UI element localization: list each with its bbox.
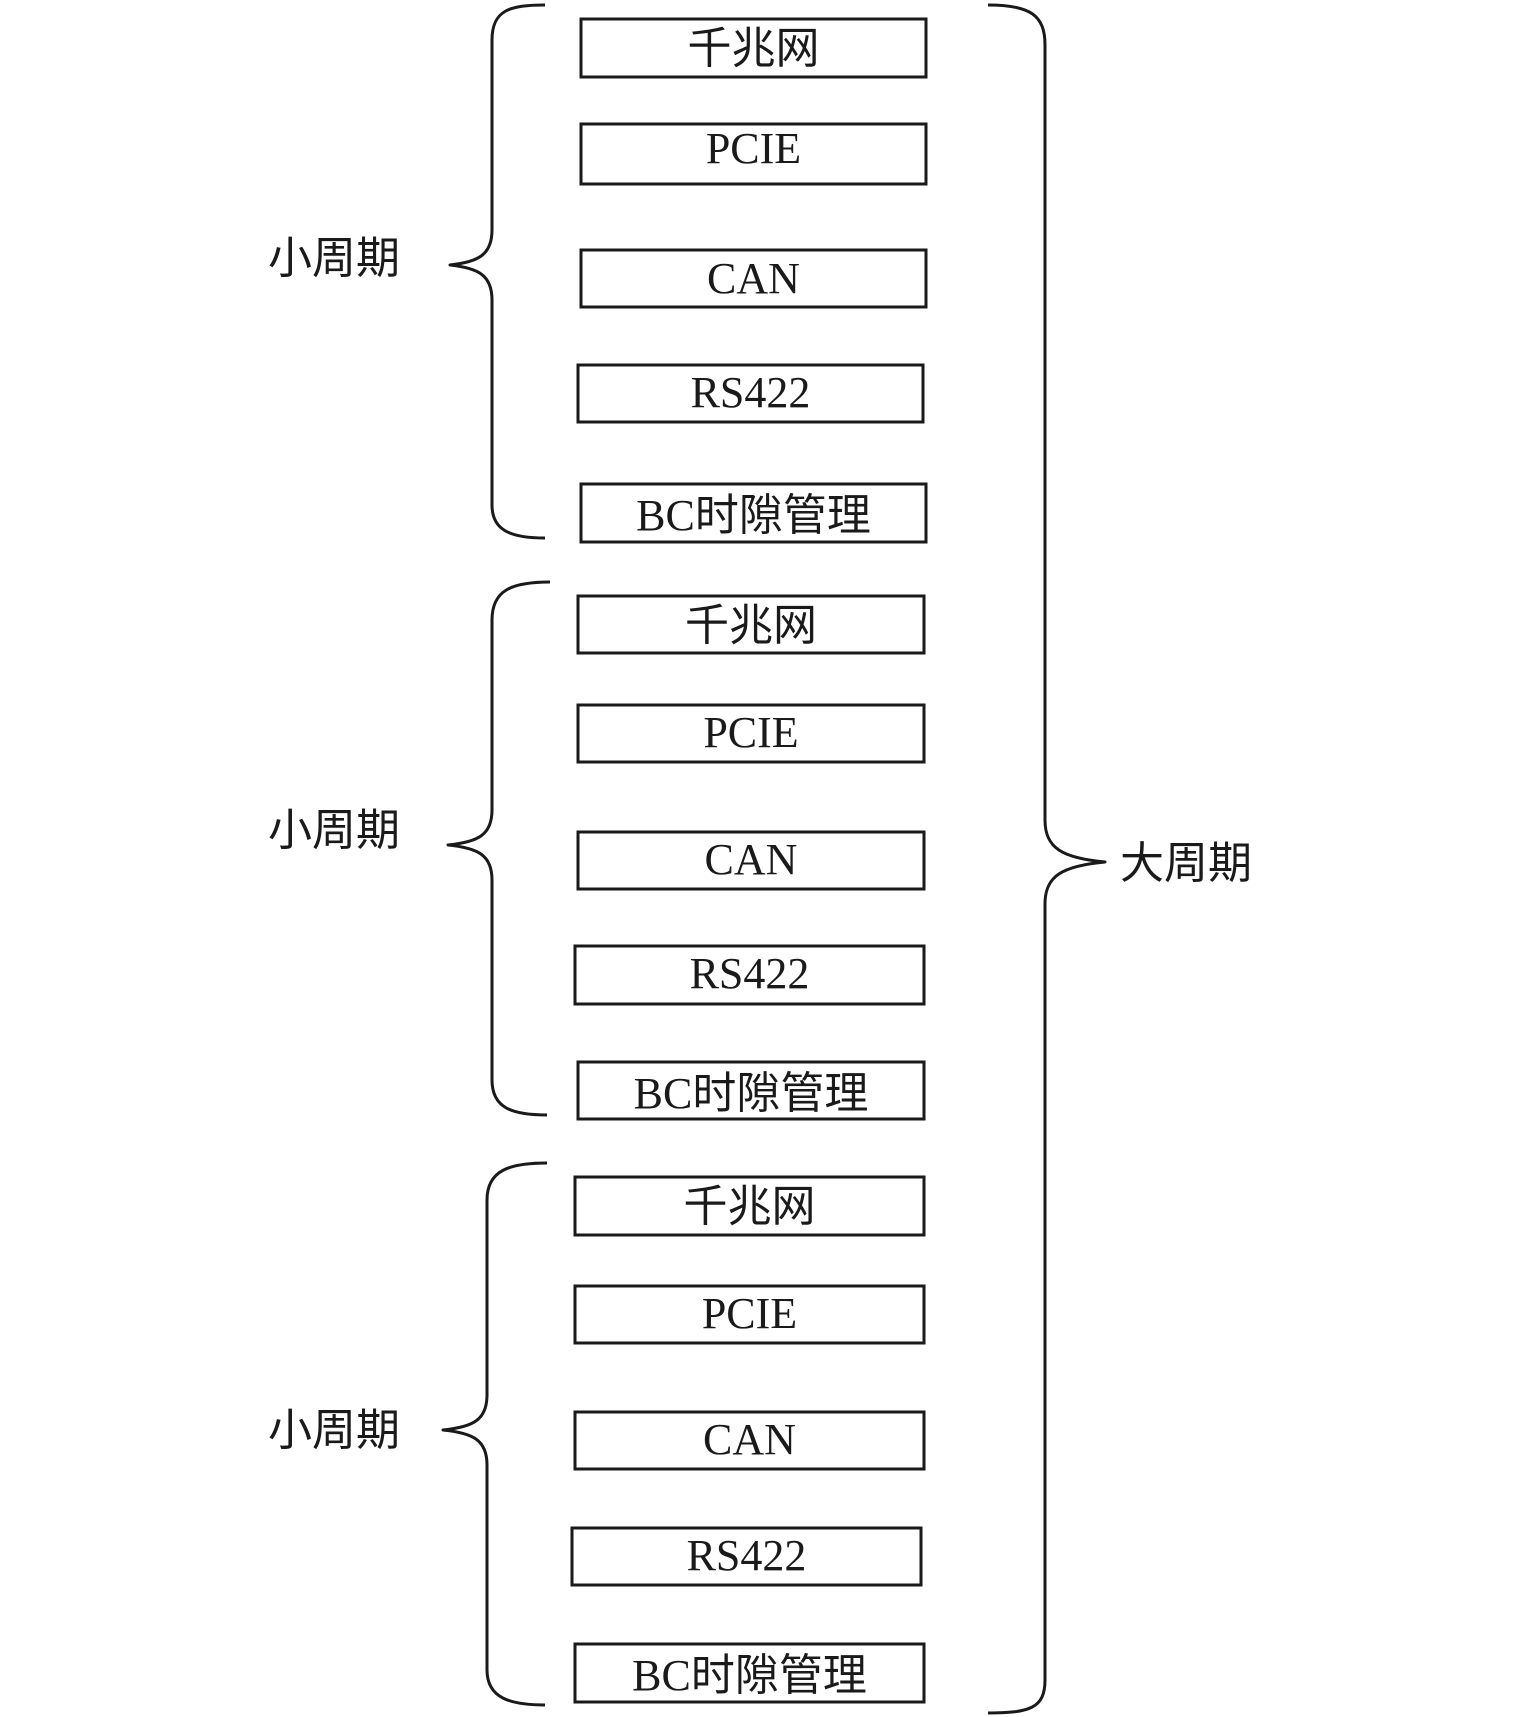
minor-cycle-label: 小周期 bbox=[268, 1405, 400, 1456]
minor-cycle-group-2: 小周期 千兆网 PCIE CAN RS422 BC时隙管理 bbox=[268, 580, 926, 1121]
box-item: 千兆网 bbox=[573, 1175, 926, 1237]
minor-cycle-group-1: 小周期 千兆网 PCIE CAN RS422 BC时隙管理 bbox=[268, 3, 928, 544]
minor-cycle-group-3: 小周期 千兆网 PCIE CAN RS422 BC时隙管理 bbox=[268, 1161, 926, 1707]
svg-text:千兆网: 千兆网 bbox=[684, 1182, 816, 1231]
box-item: BC时隙管理 bbox=[576, 1060, 926, 1121]
box-item: PCIE bbox=[576, 703, 926, 764]
svg-text:千兆网: 千兆网 bbox=[688, 24, 820, 73]
svg-text:BC时隙管理: BC时隙管理 bbox=[632, 1651, 867, 1700]
major-cycle-label: 大周期 bbox=[1120, 838, 1252, 889]
box-item: RS422 bbox=[573, 944, 926, 1006]
box-item: CAN bbox=[579, 248, 928, 309]
box-item: PCIE bbox=[573, 1284, 926, 1345]
major-cycle-group: 大周期 bbox=[987, 3, 1252, 1715]
box-item: CAN bbox=[573, 1410, 926, 1471]
left-brace-3 bbox=[441, 1161, 548, 1707]
box-item: RS422 bbox=[570, 1526, 923, 1587]
svg-text:PCIE: PCIE bbox=[703, 708, 798, 757]
svg-text:PCIE: PCIE bbox=[702, 1289, 797, 1338]
svg-text:RS422: RS422 bbox=[687, 1531, 807, 1580]
svg-text:PCIE: PCIE bbox=[706, 124, 801, 173]
svg-text:BC时隙管理: BC时隙管理 bbox=[634, 1069, 869, 1118]
box-item: 千兆网 bbox=[579, 17, 928, 79]
box-item: CAN bbox=[576, 830, 926, 891]
svg-text:RS422: RS422 bbox=[691, 368, 811, 417]
box-item: RS422 bbox=[576, 363, 925, 424]
box-item: 千兆网 bbox=[576, 594, 926, 655]
box-item: PCIE bbox=[579, 122, 928, 186]
svg-text:CAN: CAN bbox=[707, 254, 800, 303]
left-brace-1 bbox=[448, 3, 546, 540]
box-item: BC时隙管理 bbox=[573, 1642, 926, 1704]
svg-text:BC时隙管理: BC时隙管理 bbox=[636, 491, 871, 540]
svg-text:千兆网: 千兆网 bbox=[685, 601, 817, 650]
svg-text:RS422: RS422 bbox=[690, 949, 810, 998]
minor-cycle-label: 小周期 bbox=[268, 233, 400, 284]
svg-text:CAN: CAN bbox=[703, 1415, 796, 1464]
box-item: BC时隙管理 bbox=[579, 482, 928, 544]
minor-cycle-label: 小周期 bbox=[268, 805, 400, 856]
right-brace bbox=[987, 3, 1107, 1715]
left-brace-2 bbox=[446, 580, 551, 1117]
svg-text:CAN: CAN bbox=[705, 835, 798, 884]
